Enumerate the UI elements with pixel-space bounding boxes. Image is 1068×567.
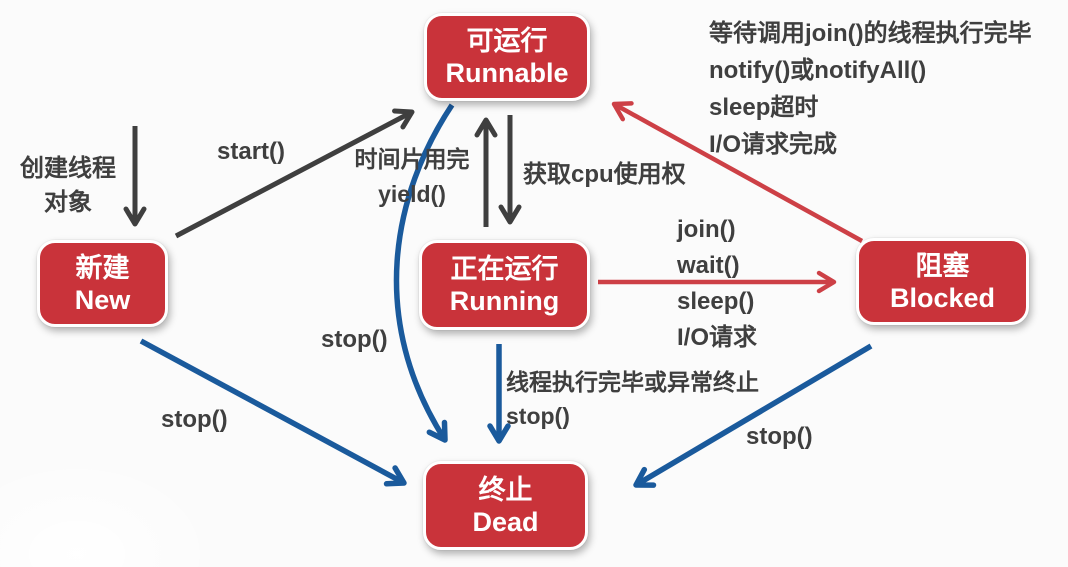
node-dead: 终止 Dead [423, 461, 588, 550]
label-timeslice-yield: 时间片用完 yield() [342, 142, 482, 212]
node-running-label-zh: 正在运行 [450, 254, 559, 284]
node-blocked-label-zh: 阻塞 [915, 250, 970, 281]
label-finish-line1: 线程执行完毕或异常终止 [506, 369, 759, 395]
node-running-label-en: Running [449, 286, 560, 316]
label-create-thread-object: 创建线程 对象 [6, 152, 130, 220]
label-acquire-cpu: 获取cpu使用权 [523, 161, 686, 188]
label-finish-or-abnormal: 线程执行完毕或异常终止 stop() [506, 365, 759, 433]
label-create-line1: 创建线程 [20, 155, 116, 182]
node-new-label-en: New [74, 284, 131, 315]
label-blocking-calls: join() wait() sleep() I/O请求 [677, 212, 757, 356]
label-stop-runnable: stop() [321, 326, 388, 353]
node-new-label-zh: 新建 [75, 252, 130, 283]
node-new: 新建 New [37, 240, 168, 327]
node-dead-label-zh: 终止 [478, 474, 533, 505]
label-unblock-line1: 等待调用join()的线程执行完毕 [709, 20, 1032, 47]
node-blocked-label-en: Blocked [889, 282, 996, 313]
label-unblock-line3: sleep超时 [709, 94, 819, 121]
node-blocked: 阻塞 Blocked [856, 238, 1029, 325]
edge-blocked-to-runnable [611, 101, 864, 243]
edge-blocked-to-dead [633, 343, 873, 488]
label-yield: yield() [378, 181, 446, 207]
label-sleep: sleep() [677, 288, 755, 315]
edge-runnable-to-dead [393, 103, 455, 443]
label-start: start() [217, 138, 286, 165]
label-finish-line2: stop() [506, 403, 570, 429]
node-running: 正在运行 Running [419, 240, 590, 330]
label-io-request: I/O请求 [677, 324, 758, 351]
node-dead-label-en: Dead [472, 506, 539, 537]
node-runnable: 可运行 Runnable [424, 13, 590, 101]
node-runnable-label-en: Runnable [445, 58, 569, 88]
edge-new-to-dead [139, 338, 407, 487]
label-stop-blocked: stop() [746, 423, 813, 450]
label-timeslice: 时间片用完 [354, 146, 470, 172]
label-stop-new: stop() [161, 406, 228, 433]
label-unblock-conditions: 等待调用join()的线程执行完毕 notify()或notifyAll() s… [709, 15, 1032, 163]
label-wait: wait() [677, 252, 740, 279]
label-unblock-line2: notify()或notifyAll() [709, 57, 927, 84]
label-unblock-line4: I/O请求完成 [709, 131, 838, 158]
edge-new-to-runnable [174, 108, 415, 239]
label-create-line2: 对象 [44, 189, 92, 216]
node-runnable-label-zh: 可运行 [466, 26, 548, 56]
label-join: join() [677, 216, 736, 243]
